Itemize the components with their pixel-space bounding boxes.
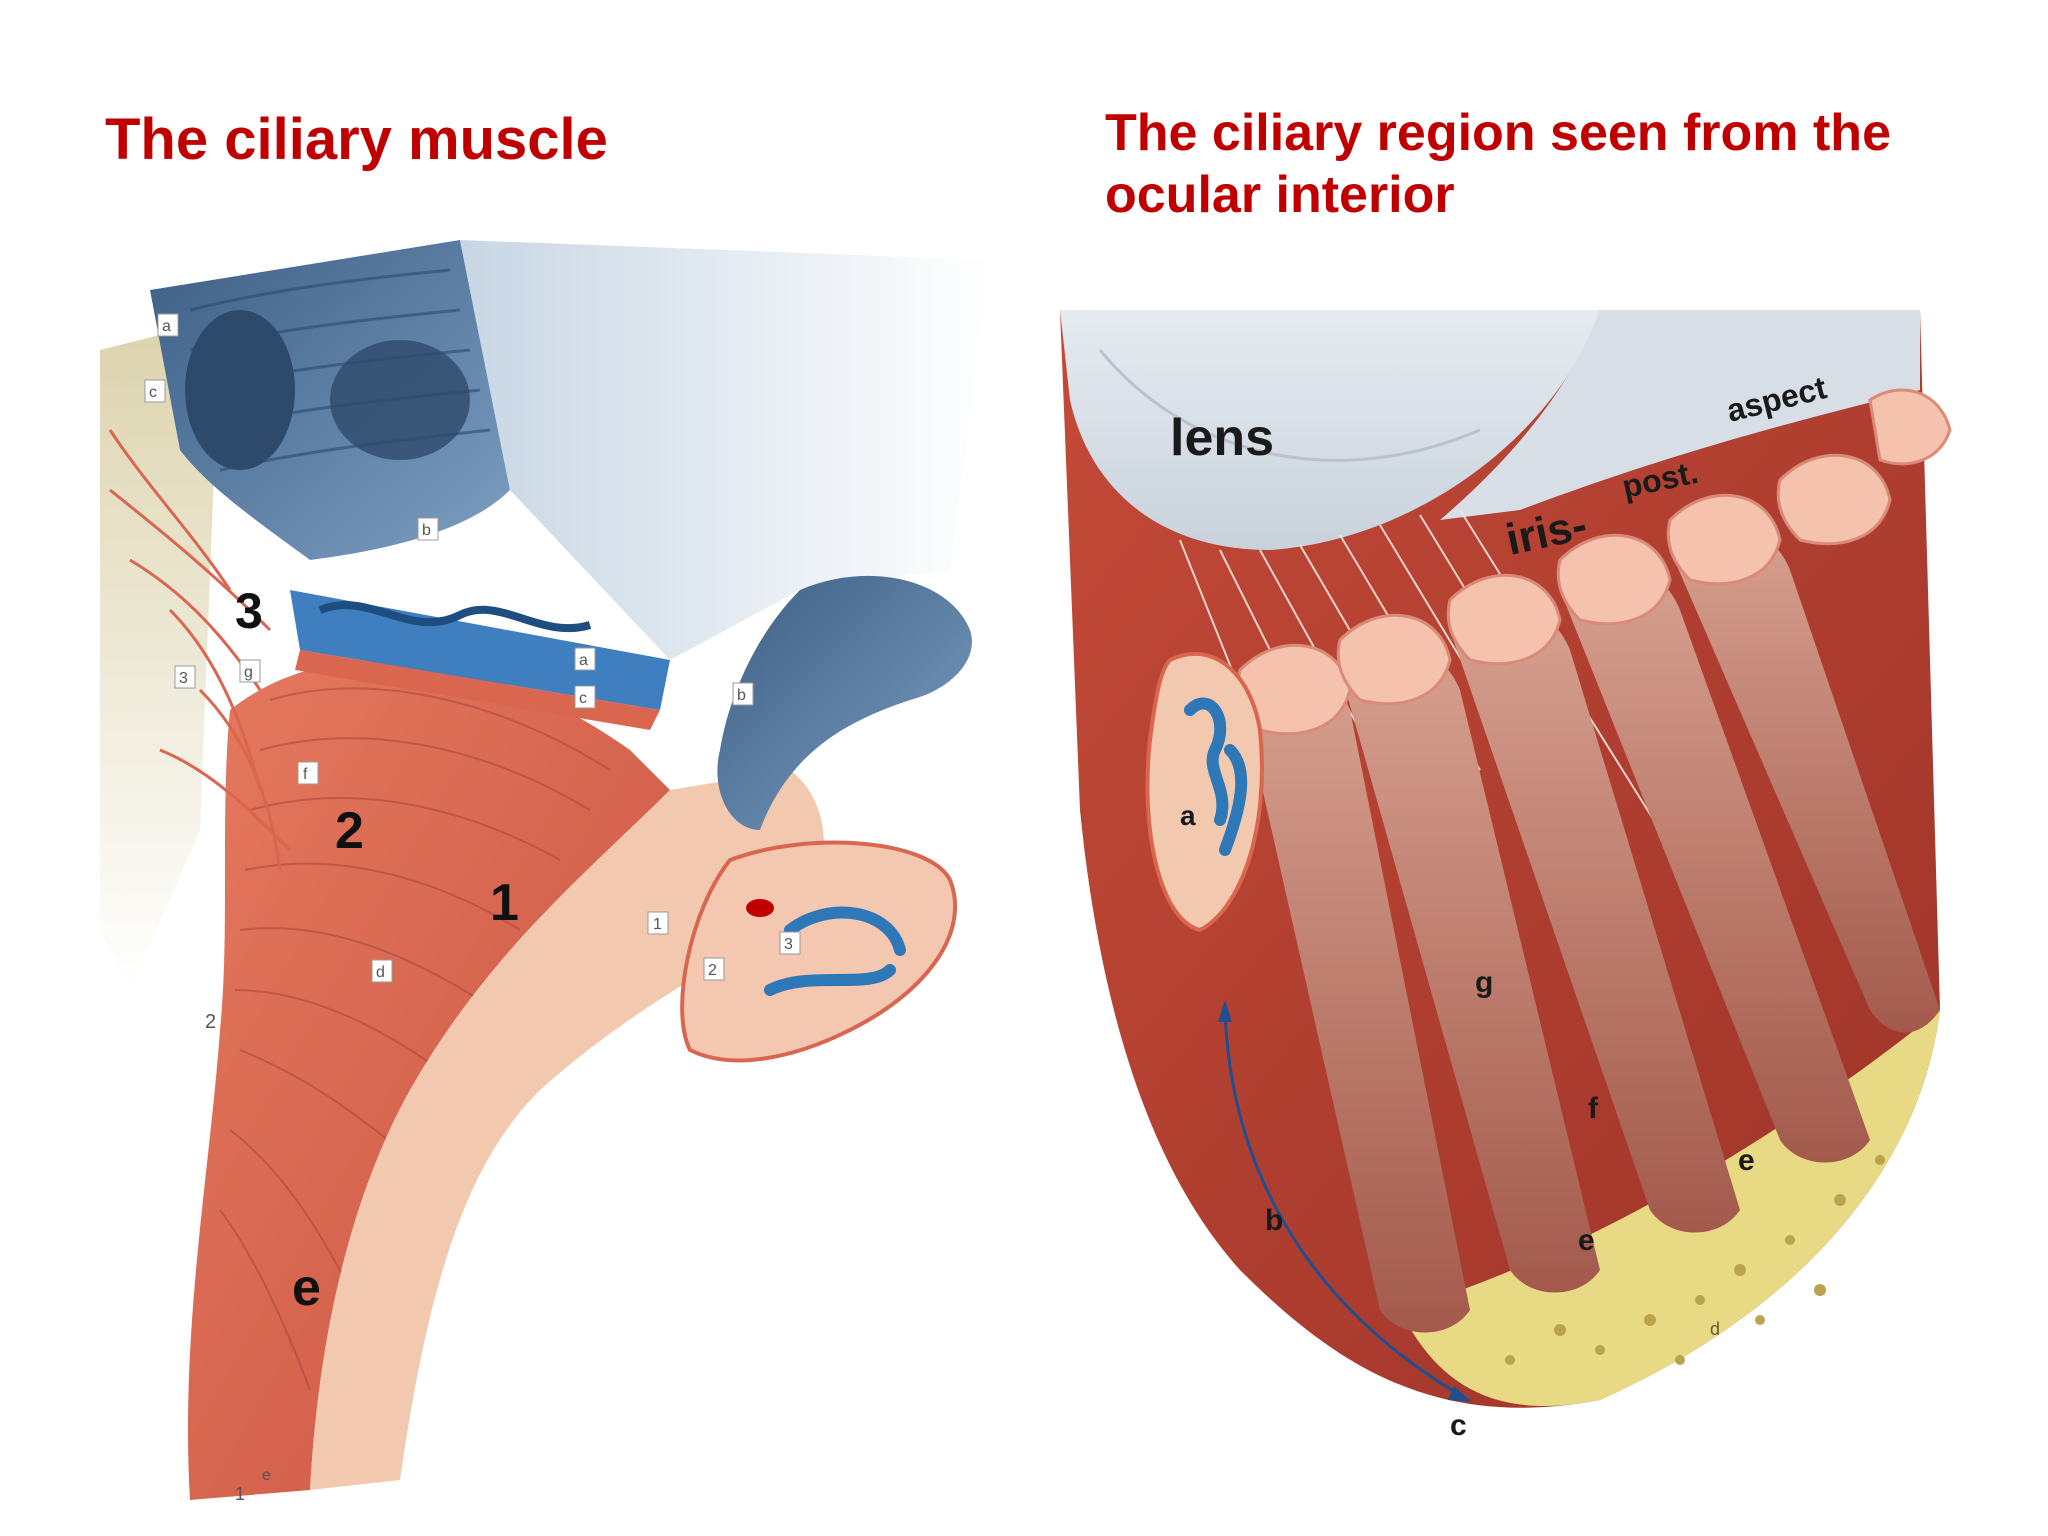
process-vessel	[764, 906, 906, 996]
svg-text:c: c	[149, 384, 157, 401]
tag-3-small: 3	[779, 931, 801, 955]
vessel-red-dot	[746, 899, 774, 917]
scleral-venous-plexus	[318, 601, 592, 633]
svg-text:g: g	[244, 664, 253, 681]
right-panel-title: The ciliary region seen from the ocular …	[1105, 104, 1891, 225]
tag-2-far: 2	[205, 1011, 216, 1033]
label-3: 3	[235, 583, 263, 639]
ciliary-ridges	[1240, 525, 1940, 1333]
lens-contour	[1098, 349, 1481, 462]
label-g: g	[1475, 966, 1493, 999]
svg-text:3: 3	[784, 936, 793, 953]
svg-text:c: c	[579, 690, 587, 707]
lens-shape	[1060, 310, 1600, 550]
tag-g: g	[239, 659, 261, 683]
tag-f: f	[297, 761, 319, 785]
tag-b-right: b	[732, 682, 754, 706]
svg-text:f: f	[303, 766, 308, 783]
ciliary-process-caps	[1236, 388, 1952, 736]
svg-text:b: b	[422, 522, 431, 539]
label-c: c	[1450, 1409, 1467, 1442]
ciliary-muscle-band	[187, 660, 670, 1500]
svg-text:b: b	[737, 687, 746, 704]
svg-text:1: 1	[653, 916, 662, 933]
tag-d: d	[371, 959, 393, 983]
tag-a-mid: a	[574, 647, 596, 671]
label-b: b	[1265, 1204, 1283, 1237]
tag-1-small: 1	[647, 911, 669, 935]
arrow-b-head-bottom	[1448, 1386, 1472, 1402]
ora-serrata-dots	[1505, 1155, 1885, 1365]
tag-3-left: 3	[174, 665, 196, 689]
svg-text:a: a	[579, 652, 588, 669]
canal-of-schlemm-left	[185, 310, 295, 470]
sclera-vessel-layer	[290, 590, 670, 710]
label-e-2: e	[1738, 1144, 1755, 1177]
ciliary-process	[680, 840, 957, 1063]
arrow-b-head-top	[1218, 1000, 1232, 1022]
label-2: 2	[335, 802, 364, 860]
section-cut-plane	[460, 240, 990, 660]
tag-b-mid: b	[417, 517, 439, 541]
label-f: f	[1588, 1092, 1599, 1125]
tag-a-top: a	[157, 313, 179, 337]
label-a: a	[1180, 800, 1196, 831]
svg-text:3: 3	[179, 670, 188, 687]
canal-of-schlemm-right	[330, 340, 470, 460]
label-e: e	[292, 1259, 321, 1317]
muscle-fibers	[219, 687, 611, 1391]
iris-upper-band	[1440, 310, 1920, 520]
edge-vessels	[1184, 697, 1248, 856]
left-panel-title: The ciliary muscle	[105, 107, 608, 172]
lower-corneal-fold	[717, 575, 972, 830]
ciliary-muscle-illustration: 3 2 1 e a c b a c b 3 g f d 1 2 3 2 1 e	[100, 240, 990, 1504]
tag-e-bottom: e	[262, 1467, 271, 1484]
tag-c-top: c	[144, 379, 166, 403]
ciliary-body-edge	[1145, 651, 1264, 933]
tag-c-mid: c	[574, 685, 596, 709]
label-e-1: e	[1578, 1224, 1595, 1257]
background-tissue	[100, 320, 220, 990]
tag-2-small: 2	[703, 957, 725, 981]
label-1: 1	[490, 874, 519, 932]
scleral-spur	[295, 650, 660, 730]
arrow-b-line	[1223, 1009, 1461, 1397]
label-lens: lens	[1170, 409, 1274, 467]
svg-text:d: d	[376, 964, 385, 981]
ciliary-region-illustration: lens iris- post. aspect a b c d e e f g	[1060, 310, 1952, 1442]
svg-text:2: 2	[708, 962, 717, 979]
label-d: d	[1710, 1319, 1720, 1339]
tag-1-bottom: 1	[235, 1484, 245, 1504]
left-vessel-network	[108, 429, 292, 871]
svg-text:a: a	[162, 318, 171, 335]
